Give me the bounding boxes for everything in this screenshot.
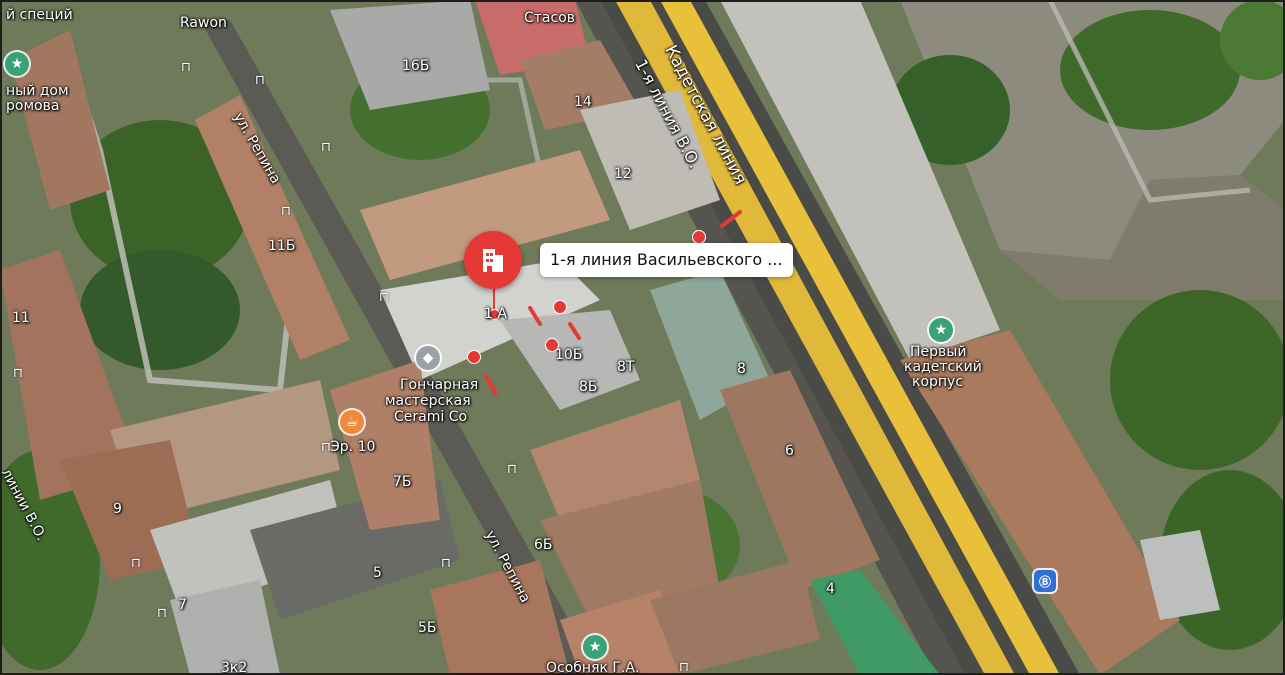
poi-label[interactable]: Первый <box>910 344 967 360</box>
house-number: 7Б <box>393 474 412 490</box>
tram-icon: ⊓ <box>378 290 390 305</box>
tram-icon: ⊓ <box>12 366 24 381</box>
poi-label[interactable]: корпус <box>912 374 964 390</box>
entrance-marker[interactable] <box>545 338 559 352</box>
entrance-marker[interactable] <box>467 350 481 364</box>
house-number-selected: 1 А <box>484 306 507 322</box>
entrance-marker[interactable] <box>553 300 567 314</box>
place-title-label[interactable]: 1-я линия Васильевского ... <box>540 243 793 277</box>
house-number: 5Б <box>418 620 437 636</box>
tram-icon: ⊓ <box>440 556 452 571</box>
house-number: 4 <box>826 581 835 597</box>
poi-label[interactable]: Эр. 10 <box>330 439 376 455</box>
star-icon[interactable]: ★ <box>583 635 607 659</box>
house-number: 7 <box>178 597 187 613</box>
bus-stop-icon[interactable]: Ⓑ <box>1034 570 1056 592</box>
star-icon[interactable]: ★ <box>929 318 953 342</box>
poi-label[interactable]: й специй <box>6 7 73 23</box>
tram-icon: ⊓ <box>156 606 168 621</box>
tram-icon: ⊓ <box>506 462 518 477</box>
pin-point <box>489 309 500 320</box>
graduation-cap-icon[interactable]: ◆ <box>416 346 440 370</box>
house-number: 9 <box>113 501 122 517</box>
tram-icon: ⊓ <box>320 140 332 155</box>
poi-label[interactable]: Cerami Co <box>394 409 468 425</box>
poi-label[interactable]: Гончарная <box>400 377 479 393</box>
house-number: 6 <box>785 443 794 459</box>
house-number: 8Т <box>617 359 635 375</box>
building-icon <box>483 249 503 272</box>
poi-label[interactable]: Rawon <box>180 15 227 31</box>
house-number: 10Б <box>555 347 583 363</box>
house-number: 8Б <box>579 379 598 395</box>
building-pin[interactable] <box>464 231 522 289</box>
poi-label[interactable]: ный дом <box>6 83 69 99</box>
poi-label[interactable]: кадетский <box>904 359 982 375</box>
star-icon[interactable]: ★ <box>5 52 29 76</box>
house-number: 3к2 <box>221 660 248 675</box>
house-number: 14 <box>574 94 592 110</box>
poi-label[interactable]: мастерская <box>385 393 471 409</box>
poi-label[interactable]: ромова <box>6 98 60 114</box>
house-number: 5 <box>373 565 382 581</box>
house-number: 11 <box>12 310 30 326</box>
house-number: 12 <box>614 166 632 182</box>
tram-icon: ⊓ <box>254 73 266 88</box>
tram-icon: ⊓ <box>678 660 690 675</box>
tram-icon: ⊓ <box>130 556 142 571</box>
coffee-cup-icon[interactable]: ☕ <box>340 410 364 434</box>
poi-label[interactable]: Особняк Г.А. <box>546 660 640 675</box>
house-number: 11Б <box>268 238 296 254</box>
house-number: 16Б <box>402 58 430 74</box>
pin-stem <box>493 286 495 312</box>
tram-icon: ⊓ <box>280 204 292 219</box>
house-number: 6Б <box>534 537 553 553</box>
poi-label[interactable]: Стасов <box>524 10 576 26</box>
tram-icon: ⊓ <box>180 60 192 75</box>
house-number: 8 <box>737 361 746 377</box>
tram-icon: ⊓ <box>320 440 332 455</box>
